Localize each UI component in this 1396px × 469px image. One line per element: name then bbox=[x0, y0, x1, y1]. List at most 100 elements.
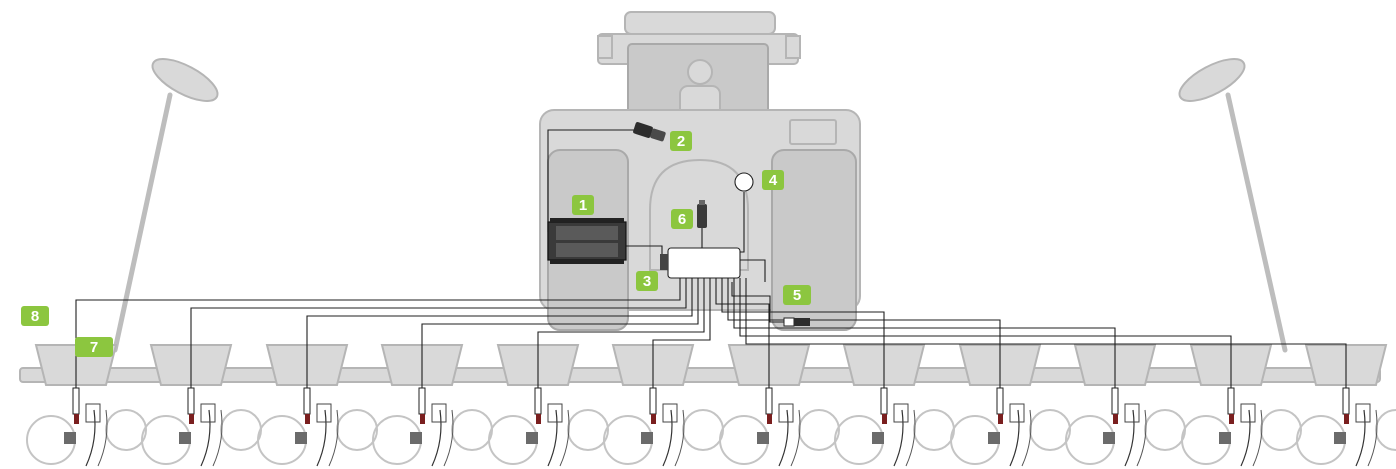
coulter-blade bbox=[85, 409, 96, 467]
callout-7-label: 7 bbox=[90, 339, 98, 356]
coulter-blade bbox=[97, 409, 108, 467]
seed-metering-bracket bbox=[1124, 403, 1140, 423]
callout-6-label: 6 bbox=[678, 211, 686, 228]
seed-sensor-plug bbox=[1229, 414, 1234, 424]
seed-sensor bbox=[880, 387, 888, 415]
row-unit-block bbox=[1334, 432, 1346, 444]
callout-8-label: 8 bbox=[31, 308, 39, 325]
row-unit-gauge-wheel bbox=[567, 409, 609, 451]
seed-sensor bbox=[1342, 387, 1350, 415]
callout-7: 7 bbox=[75, 337, 113, 357]
coulter-blade bbox=[443, 409, 454, 467]
coulter-blade bbox=[662, 409, 673, 467]
seed-sensor bbox=[534, 387, 542, 415]
row-unit-block bbox=[641, 432, 653, 444]
row-unit-block bbox=[179, 432, 191, 444]
sensor-cable bbox=[537, 278, 705, 388]
row-unit-gauge-wheel bbox=[1029, 409, 1071, 451]
row-unit-block bbox=[410, 432, 422, 444]
sensor-cable bbox=[306, 278, 693, 388]
seed-metering-bracket bbox=[85, 403, 101, 423]
wiring-harness bbox=[75, 129, 1347, 388]
row-unit-gauge-wheel bbox=[798, 409, 840, 451]
seed-metering-bracket bbox=[662, 403, 678, 423]
row-unit-gauge-wheel bbox=[220, 409, 262, 451]
seed-sensor-plug bbox=[1113, 414, 1118, 424]
seed-metering-bracket bbox=[1355, 403, 1371, 423]
row-unit-block bbox=[295, 432, 307, 444]
junction-box bbox=[660, 247, 741, 279]
seed-sensor-plug bbox=[305, 414, 310, 424]
callout-2: 2 bbox=[670, 131, 692, 151]
seed-sensor-plug bbox=[651, 414, 656, 424]
seed-sensor bbox=[765, 387, 773, 415]
seed-sensor bbox=[72, 387, 80, 415]
row-unit-gauge-wheel bbox=[1260, 409, 1302, 451]
sensor-cable bbox=[727, 278, 1001, 388]
row-unit-gauge-wheel bbox=[1375, 409, 1396, 451]
seed-sensor bbox=[1227, 387, 1235, 415]
callout-5-label: 5 bbox=[793, 287, 801, 304]
callout-3: 3 bbox=[636, 271, 658, 291]
coulter-blade bbox=[905, 409, 916, 467]
coulter-blade bbox=[547, 409, 558, 467]
coulter-blade bbox=[1252, 409, 1263, 467]
extension-connector bbox=[783, 317, 810, 327]
coulter-blade bbox=[674, 409, 685, 467]
coulter-blade bbox=[200, 409, 211, 467]
coulter-blade bbox=[431, 409, 442, 467]
coulter-blade bbox=[1367, 409, 1378, 467]
seed-sensor-plug bbox=[420, 414, 425, 424]
sensor-cable bbox=[745, 278, 1347, 388]
seed-sensor-plug bbox=[189, 414, 194, 424]
row-unit-block bbox=[1103, 432, 1115, 444]
seed-sensor-plug bbox=[536, 414, 541, 424]
callout-1: 1 bbox=[572, 195, 594, 215]
hopper-sensor bbox=[697, 200, 707, 228]
callout-4-label: 4 bbox=[769, 172, 778, 189]
callout-6: 6 bbox=[671, 209, 693, 229]
coulter-blade bbox=[1009, 409, 1020, 467]
seed-metering-bracket bbox=[200, 403, 216, 423]
seed-metering-bracket bbox=[778, 403, 794, 423]
tractor-silhouette bbox=[539, 11, 861, 331]
sensor-cable bbox=[190, 278, 687, 388]
seed-sensors bbox=[64, 387, 1378, 467]
row-unit-gauge-wheel bbox=[105, 409, 147, 451]
seed-metering-bracket bbox=[1240, 403, 1256, 423]
callout-3-label: 3 bbox=[643, 273, 651, 290]
row-unit-gauge-wheel bbox=[913, 409, 955, 451]
callout-2-label: 2 bbox=[677, 133, 685, 150]
seed-sensor-plug bbox=[998, 414, 1003, 424]
seed-sensor bbox=[187, 387, 195, 415]
coulter-blade bbox=[1124, 409, 1135, 467]
callout-4: 4 bbox=[762, 170, 784, 190]
seed-metering-bracket bbox=[431, 403, 447, 423]
callout-8: 8 bbox=[21, 306, 49, 326]
row-unit-block bbox=[1219, 432, 1231, 444]
row-unit-block bbox=[64, 432, 76, 444]
row-unit-block bbox=[526, 432, 538, 444]
coulter-blade bbox=[778, 409, 789, 467]
row-unit-gauge-wheel bbox=[682, 409, 724, 451]
seed-sensor bbox=[649, 387, 657, 415]
display-unit bbox=[547, 218, 627, 264]
coulter-blade bbox=[790, 409, 801, 467]
planter-silhouette bbox=[19, 344, 1396, 465]
coulter-blade bbox=[212, 409, 223, 467]
row-unit-block bbox=[988, 432, 1000, 444]
power-connector bbox=[633, 122, 666, 142]
seed-metering-bracket bbox=[893, 403, 909, 423]
coulter-blade bbox=[1240, 409, 1251, 467]
sensor-cable bbox=[652, 278, 711, 388]
seed-sensor-plug bbox=[767, 414, 772, 424]
row-unit-block bbox=[757, 432, 769, 444]
sensor-cable bbox=[421, 278, 699, 388]
row-unit-gauge-wheel bbox=[336, 409, 378, 451]
row-unit-gauge-wheel bbox=[1144, 409, 1186, 451]
seed-metering-bracket bbox=[316, 403, 332, 423]
callout-1-label: 1 bbox=[579, 197, 587, 214]
sensor-cable bbox=[733, 278, 1116, 388]
